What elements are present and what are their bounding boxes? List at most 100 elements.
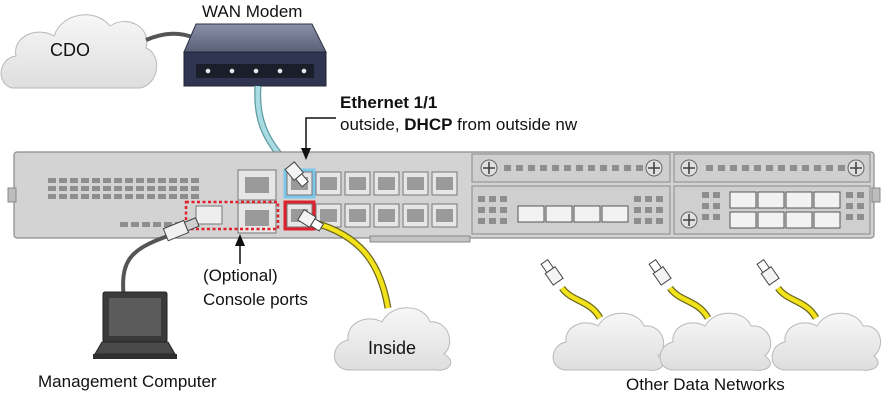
vent-slot xyxy=(158,194,166,199)
console-callout-arrow xyxy=(235,234,245,246)
vent-slot xyxy=(180,186,188,191)
module-led xyxy=(478,218,485,224)
vent-slot xyxy=(153,222,161,227)
module-led xyxy=(790,165,797,171)
inside-cloud xyxy=(334,307,452,371)
module-led xyxy=(713,214,720,220)
module-led xyxy=(846,203,853,209)
vent-slot xyxy=(147,194,155,199)
module-led xyxy=(645,218,652,224)
vent-slot xyxy=(191,194,199,199)
module-led xyxy=(516,165,523,171)
other-network-cable-3 xyxy=(756,258,820,320)
outside-plug xyxy=(284,161,309,188)
ethernet-description: outside, DHCP from outside nw xyxy=(340,115,577,135)
module-led xyxy=(552,165,559,171)
module-led xyxy=(636,165,643,171)
module-led xyxy=(857,214,864,220)
ethernet-callout-line xyxy=(305,117,336,150)
module-led xyxy=(857,203,864,209)
vent-slot xyxy=(180,194,188,199)
module-led xyxy=(802,165,809,171)
module-led xyxy=(706,165,713,171)
vent-slot xyxy=(48,186,56,191)
vent-slot xyxy=(136,194,144,199)
vent-slot xyxy=(125,178,133,183)
module-led xyxy=(528,165,535,171)
vent-slot xyxy=(136,178,144,183)
vent-slot xyxy=(59,194,67,199)
ethernet-port-socket xyxy=(320,209,337,222)
module-led xyxy=(645,196,652,202)
vent-slot xyxy=(70,194,78,199)
module-led xyxy=(702,214,709,220)
module-led xyxy=(634,196,641,202)
vent-slot xyxy=(142,222,150,227)
laptop-icon xyxy=(93,291,177,359)
ethernet-port-socket xyxy=(320,177,337,190)
other-network-cable-2 xyxy=(648,258,712,320)
vent-slot xyxy=(131,222,139,227)
ethernet-ports xyxy=(286,171,458,228)
inside-label: Inside xyxy=(368,338,417,358)
console-highlight xyxy=(184,200,280,231)
module-led xyxy=(500,218,507,224)
cdo-cloud xyxy=(0,14,158,89)
other-network-cloud-1 xyxy=(552,312,665,371)
wan-modem xyxy=(183,23,327,87)
vent-slot xyxy=(147,178,155,183)
ethernet-port-socket xyxy=(349,209,366,222)
module-led xyxy=(846,214,853,220)
vent-slot xyxy=(103,178,111,183)
module-led xyxy=(504,165,511,171)
vent-slot xyxy=(180,178,188,183)
ethernet-port-socket xyxy=(436,177,453,190)
module-led xyxy=(718,165,725,171)
module-led xyxy=(576,165,583,171)
vent-slot xyxy=(70,186,78,191)
module-led xyxy=(478,196,485,202)
inside-plug xyxy=(297,209,325,232)
vent-slot xyxy=(92,194,100,199)
module-led xyxy=(489,218,496,224)
ethernet-port-socket xyxy=(349,177,366,190)
module-led xyxy=(624,165,631,171)
console-cable xyxy=(121,234,169,301)
vent-slot xyxy=(81,194,89,199)
vent-slot xyxy=(103,194,111,199)
ethernet-desc-part2: from outside nw xyxy=(452,115,578,134)
ethernet-port-socket xyxy=(378,177,395,190)
module-led xyxy=(656,207,663,213)
vent-slot xyxy=(125,194,133,199)
module-led xyxy=(846,192,853,198)
module-led xyxy=(489,207,496,213)
ethernet-port-socket xyxy=(407,177,424,190)
module-led xyxy=(702,192,709,198)
module-led xyxy=(778,165,785,171)
module-led xyxy=(489,196,496,202)
module-led xyxy=(540,165,547,171)
cdo-cable xyxy=(145,31,196,42)
other-network-cloud-2 xyxy=(659,312,772,371)
ethernet-port-socket xyxy=(378,209,395,222)
vent-slot xyxy=(59,186,67,191)
vent-slot xyxy=(114,194,122,199)
other-networks-label: Other Data Networks xyxy=(626,375,785,394)
ethernet-desc-dhcp: DHCP xyxy=(404,115,453,134)
vent-slot xyxy=(48,194,56,199)
module-led xyxy=(634,207,641,213)
vent-slot xyxy=(125,186,133,191)
vent-slot xyxy=(191,178,199,183)
module-led xyxy=(742,165,749,171)
module-led xyxy=(713,192,720,198)
module-led xyxy=(766,165,773,171)
vent-slot xyxy=(81,186,89,191)
ethernet-callout-arrow xyxy=(301,148,311,160)
module-led xyxy=(838,165,845,171)
console-ports-label: Console ports xyxy=(203,290,308,309)
vent-slot xyxy=(59,178,67,183)
ethernet-title: Ethernet 1/1 xyxy=(340,93,438,112)
vent-slot xyxy=(169,178,177,183)
vent-slot xyxy=(103,186,111,191)
